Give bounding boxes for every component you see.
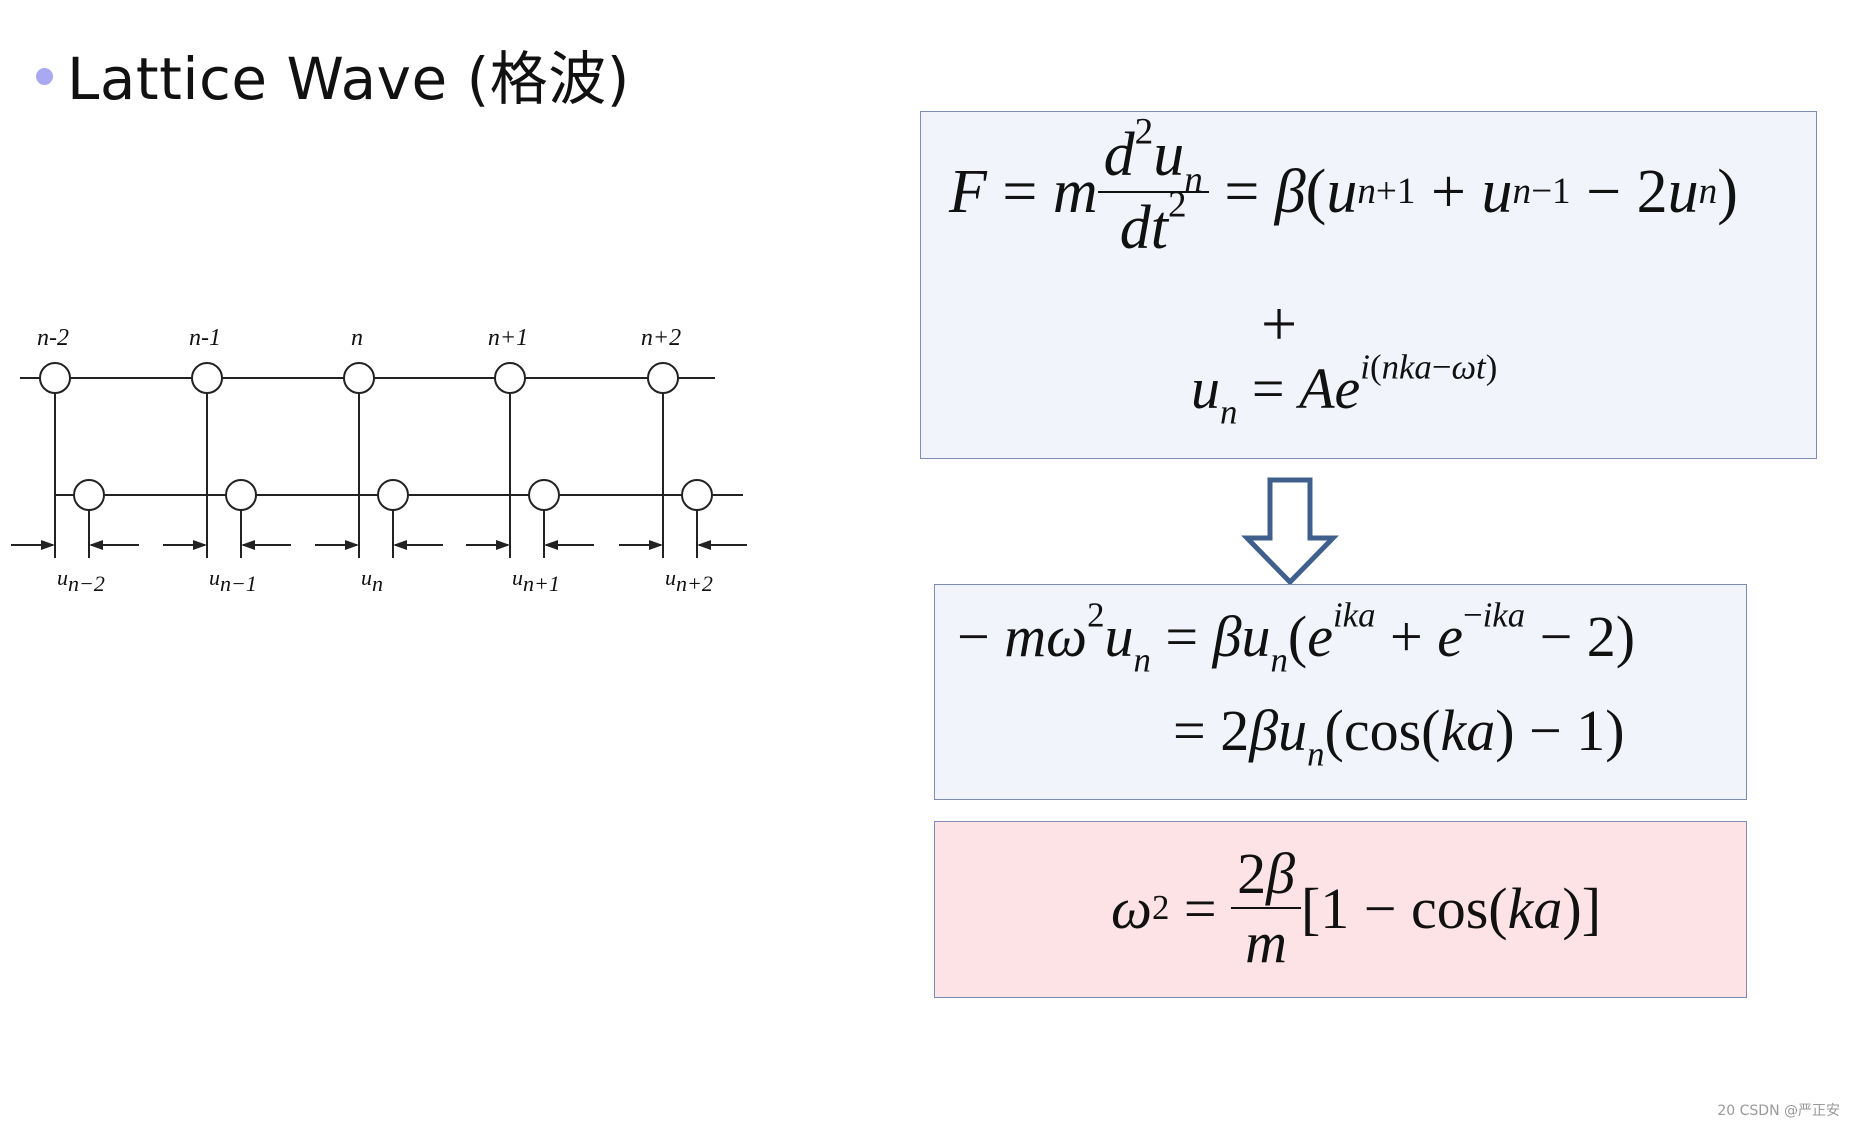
displaced-atom [528, 479, 560, 511]
displaced-atom [377, 479, 409, 511]
substituted-equation-line2: = 2βun(cos(ka) − 1) [1173, 698, 1625, 774]
lattice-site [11, 362, 139, 558]
displacement-label: un [361, 565, 383, 596]
arrowhead-icon [41, 540, 55, 550]
displacement-label: un−1 [209, 565, 257, 596]
watermark: CSDN @严正安 [1739, 1103, 1840, 1119]
slide-title: Lattice Wave (格波) [36, 32, 630, 116]
displacement-label: un+1 [512, 565, 560, 596]
arrowhead-icon [89, 540, 103, 550]
site-index-label: n+2 [641, 325, 681, 351]
arrowhead-icon [241, 540, 255, 550]
site-index-label: n-1 [189, 325, 221, 351]
site-index-label: n [351, 325, 363, 351]
arrowhead-icon [544, 540, 558, 550]
arrowhead-icon [649, 540, 663, 550]
equilibrium-atom [191, 362, 223, 394]
lattice-site [315, 362, 443, 558]
site-index-label: n-2 [37, 325, 69, 351]
plus-sign: + [1261, 288, 1298, 359]
lattice-diagram: n-2 n-1 n n+1 n+2 un−2 un−1 un un+1 un+2 [11, 325, 747, 596]
lattice-site [619, 362, 747, 558]
arrowhead-icon [345, 540, 359, 550]
arrowhead-icon [697, 540, 711, 550]
second-derivative-fraction: d2un dt2 [1097, 113, 1209, 264]
trial-solution: un = Aei(nka−ωt) [1191, 347, 1498, 432]
arrowhead-icon [193, 540, 207, 550]
equilibrium-atom [494, 362, 526, 394]
bullet-icon [36, 67, 53, 85]
arrowhead-icon [393, 540, 407, 550]
substituted-equation-line1: − mω2un = βun(eika + e−ika − 2) [957, 595, 1636, 680]
arrowhead-icon [496, 540, 510, 550]
title-text: Lattice Wave (格波) [67, 45, 630, 113]
lattice-site [163, 362, 291, 558]
displaced-atom [225, 479, 257, 511]
equilibrium-atom [39, 362, 71, 394]
displaced-atom [73, 479, 105, 511]
two-beta-over-m-fraction: 2β m [1231, 840, 1301, 976]
down-arrow-icon [1241, 477, 1339, 586]
displacement-label: un+2 [665, 565, 713, 596]
substitution-box: − mω2un = βun(eika + e−ika − 2) = 2βun(c… [934, 584, 1747, 800]
equilibrium-atom [647, 362, 679, 394]
site-index-label: n+1 [488, 325, 528, 351]
slide-footer: 20 CSDN @严正安 [1717, 1100, 1840, 1120]
displaced-atom [681, 479, 713, 511]
equilibrium-atom [343, 362, 375, 394]
displacement-label: un−2 [57, 565, 105, 596]
page-number: 20 [1717, 1103, 1736, 1119]
lattice-site [466, 362, 594, 558]
